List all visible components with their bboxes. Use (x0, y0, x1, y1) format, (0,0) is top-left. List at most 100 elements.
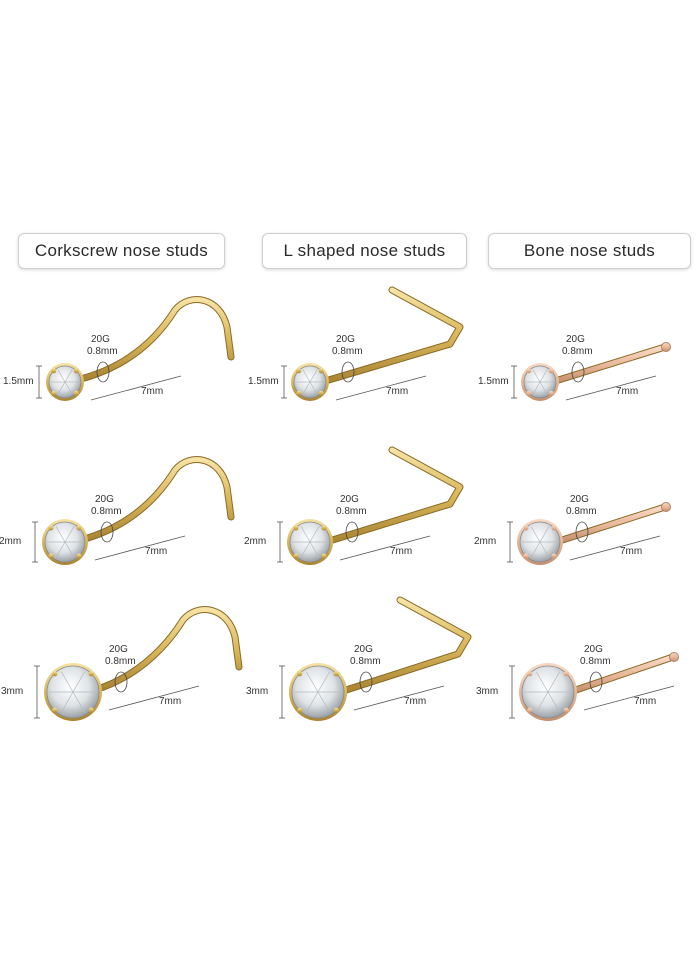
length-line (353, 685, 445, 711)
stud-illustration (511, 342, 671, 401)
stud-wire (92, 607, 242, 693)
gem-prong (297, 707, 303, 713)
length-line (335, 375, 427, 401)
gem-prong (527, 707, 533, 713)
gauge-ring (114, 671, 128, 693)
gem-prong (297, 671, 303, 677)
gem-facet (55, 541, 66, 558)
gem-facet (64, 541, 75, 558)
gem-prong (296, 390, 302, 396)
bone-ball-end (661, 342, 671, 352)
gem-prong (52, 671, 58, 677)
wire-size-label: 0.8mm (91, 506, 122, 517)
gem-prong (321, 525, 327, 531)
length-label: 7mm (159, 696, 182, 707)
gem-facet (302, 369, 311, 383)
gem-facet (535, 691, 549, 713)
gem-facet (317, 691, 331, 713)
stud-illustration (507, 502, 671, 565)
gem-facet (305, 691, 319, 713)
gauge-ring (96, 361, 110, 383)
gem-size-label: 2mm (244, 536, 267, 547)
gauge-label: 20G (109, 644, 128, 655)
header-corkscrew: Corkscrew nose studs (18, 233, 225, 269)
gem-prong (526, 368, 532, 374)
gem-facet (530, 526, 541, 543)
gem-size-label: 3mm (476, 686, 499, 697)
gem-facet (547, 691, 561, 713)
length-label: 7mm (616, 386, 639, 397)
bone-ball-end (669, 652, 679, 662)
gauge-label: 20G (91, 334, 110, 345)
stud-wire (74, 297, 234, 383)
gauge-label: 20G (354, 644, 373, 655)
wire-size-label: 0.8mm (350, 656, 381, 667)
header-l-shaped: L shaped nose studs (262, 233, 467, 269)
gem-facet (64, 369, 73, 383)
gem-facet (532, 381, 541, 395)
wire-size-label: 0.8mm (87, 346, 118, 357)
stud-wire (549, 344, 668, 385)
gauge-ring (345, 521, 359, 543)
gem-facet (530, 541, 541, 558)
gem-prong (296, 368, 302, 374)
gem-facet (305, 671, 319, 693)
gauge-ring (100, 521, 114, 543)
gem-facet (532, 369, 541, 383)
gauge-ring (571, 361, 585, 383)
stud-illustration (509, 652, 679, 721)
gauge-label: 20G (95, 494, 114, 505)
gem-prong (48, 553, 54, 559)
gem-facet (302, 381, 311, 395)
gem-facet (539, 526, 550, 543)
gem-prong (321, 553, 327, 559)
gauge-ring (575, 521, 589, 543)
length-line (569, 535, 661, 561)
length-line (583, 685, 675, 711)
gem-prong (293, 553, 299, 559)
gem-prong (73, 390, 79, 396)
length-label: 7mm (404, 696, 427, 707)
gem-prong (52, 707, 58, 713)
gem-facet (64, 381, 73, 395)
gauge-label: 20G (570, 494, 589, 505)
gem-facet (300, 526, 311, 543)
gem-size-label: 3mm (246, 686, 269, 697)
gem-prong (318, 368, 324, 374)
gem-prong (526, 390, 532, 396)
gem-facet (300, 541, 311, 558)
gem-size-label: 2mm (474, 536, 497, 547)
gem-facet (309, 369, 318, 383)
gem-prong (318, 390, 324, 396)
length-line (339, 535, 431, 561)
gem-prong (563, 671, 569, 677)
length-line (90, 375, 182, 401)
length-label: 7mm (620, 546, 643, 557)
stud-wire (337, 597, 471, 695)
gem-size-label: 3mm (1, 686, 24, 697)
stud-wire (319, 287, 463, 385)
gem-prong (88, 707, 94, 713)
length-label: 7mm (634, 696, 657, 707)
wire-size-label: 0.8mm (562, 346, 593, 357)
gauge-label: 20G (584, 644, 603, 655)
gem-prong (527, 671, 533, 677)
stud-wire (323, 447, 463, 545)
gem-facet (72, 671, 86, 693)
length-label: 7mm (145, 546, 168, 557)
gem-prong (51, 368, 57, 374)
gem-facet (72, 691, 86, 713)
gem-facet (309, 381, 318, 395)
gem-size-label: 1.5mm (248, 376, 279, 387)
gem-size-label: 2mm (0, 536, 22, 547)
gem-prong (548, 390, 554, 396)
stud-illustration (281, 286, 464, 401)
gem-facet (539, 369, 548, 383)
